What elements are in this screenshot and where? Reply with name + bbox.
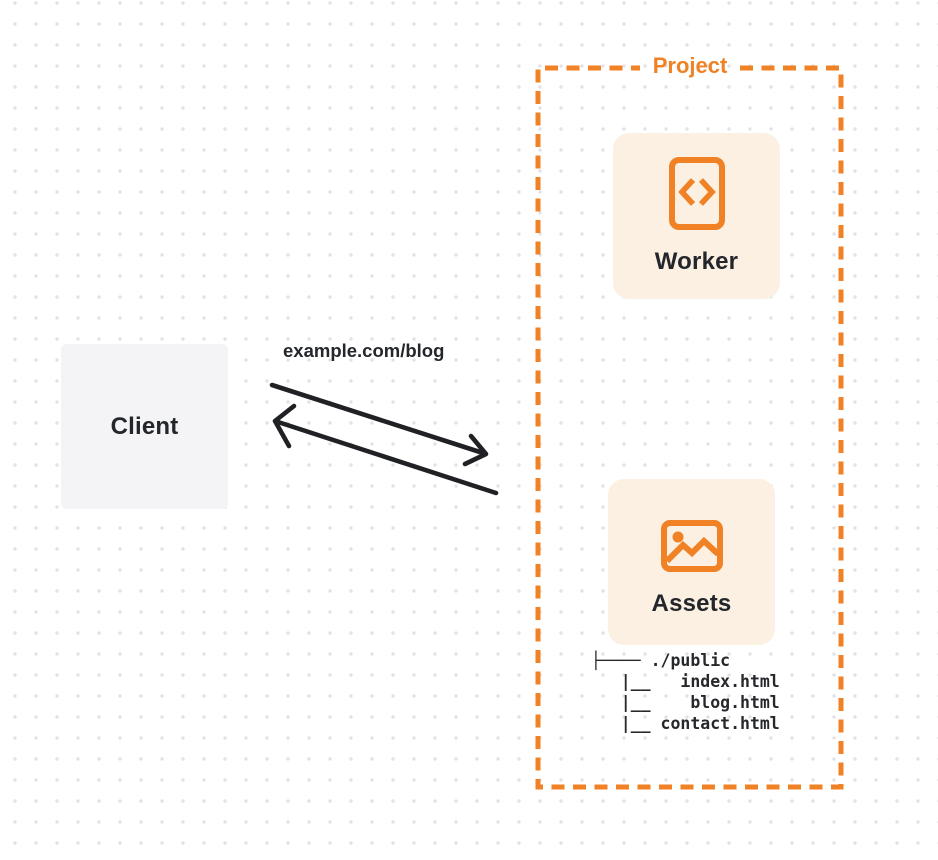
assets-label: Assets <box>651 589 732 617</box>
response-arrow <box>275 419 499 496</box>
image-icon <box>660 519 723 572</box>
request-arrow <box>269 382 486 456</box>
response-arrowhead <box>272 403 297 449</box>
client-label: Client <box>110 412 179 440</box>
client-node: Client <box>61 344 228 509</box>
worker-node: Worker <box>613 133 780 299</box>
project-title: Project <box>652 53 728 78</box>
assets-node: Assets <box>608 479 775 645</box>
request-arrowhead <box>462 433 489 467</box>
code-document-icon <box>668 156 725 230</box>
assets-file-tree: ├──── ./public |__ index.html |__ blog.h… <box>591 651 780 733</box>
worker-label: Worker <box>654 247 739 275</box>
request-url-label: example.com/blog <box>283 340 445 361</box>
